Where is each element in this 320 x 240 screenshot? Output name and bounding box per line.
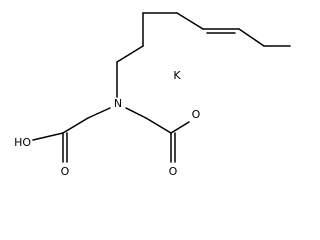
bond — [145, 117, 172, 134]
bond — [170, 121, 190, 134]
carbonyl-oxygen-left-label: O — [61, 165, 70, 178]
molecule-structure: N HO O O O K — [14, 12, 291, 178]
potassium-label: K — [173, 69, 181, 82]
hydroxyl-label: HO — [14, 136, 31, 149]
bond — [32, 132, 64, 141]
bond — [116, 45, 144, 63]
bond — [238, 28, 265, 47]
nitrogen-label: N — [114, 97, 122, 110]
bond — [62, 117, 89, 134]
carbonyl-oxygen-right-label: O — [169, 165, 178, 178]
bond — [87, 107, 111, 119]
bond — [176, 12, 204, 30]
bond — [125, 107, 147, 119]
ester-oxygen-label: O — [192, 108, 201, 121]
